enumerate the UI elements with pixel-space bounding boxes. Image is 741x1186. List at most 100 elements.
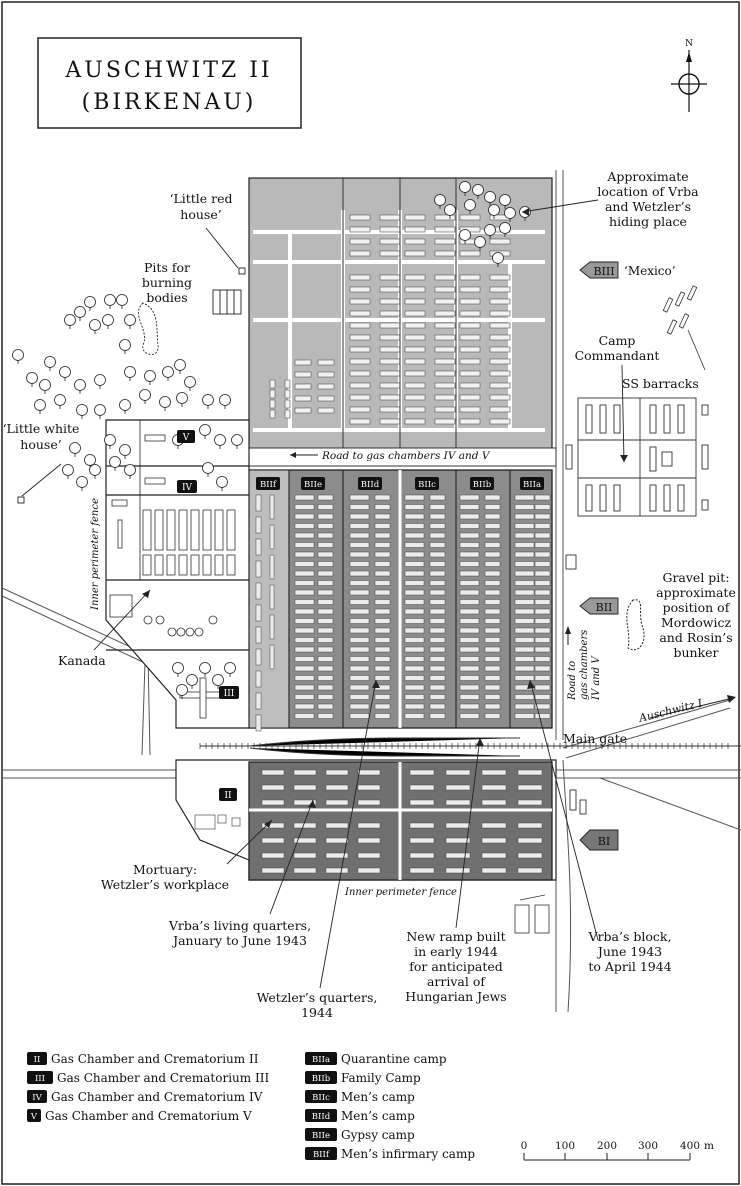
svg-text:BIId: BIId — [312, 1112, 331, 1122]
crematorium-badge-iv: IV — [177, 480, 197, 493]
title-line-1: AUSCHWITZ II — [64, 58, 272, 83]
svg-text:Men’s camp: Men’s camp — [341, 1090, 415, 1104]
svg-text:200: 200 — [597, 1140, 617, 1152]
little-red-house-icon — [238, 267, 246, 275]
railway — [199, 737, 741, 757]
legend-item: BIId Men’s camp — [305, 1109, 415, 1123]
section-badge-bi: BI — [579, 829, 619, 851]
road-gas-chambers-label: Road to gas chambers IV and V — [321, 450, 491, 462]
svg-text:Gypsy camp: Gypsy camp — [341, 1128, 415, 1142]
subcamp-badge-biie: BIIe — [301, 477, 325, 490]
subcamp-badge-biia: BIIa — [520, 477, 544, 490]
svg-text:BIId: BIId — [361, 480, 380, 490]
legend-item: BIIa Quarantine camp — [305, 1052, 447, 1066]
svg-text:100: 100 — [555, 1140, 575, 1152]
legend-item: BIIc Men’s camp — [305, 1090, 415, 1104]
vrba-living-label: Vrba’s living quarters,January to June 1… — [168, 918, 311, 948]
svg-text:BIIc: BIIc — [312, 1093, 330, 1103]
svg-text:BIIc: BIIc — [418, 480, 436, 490]
svg-text:BIIe: BIIe — [304, 480, 322, 490]
mexico-label: ‘Mexico’ — [624, 264, 676, 278]
ss-barracks — [565, 397, 709, 815]
svg-text:BII: BII — [596, 601, 613, 614]
subcamp-badge-biid: BIId — [358, 477, 382, 490]
crematorium-badge-iii: III — [219, 686, 239, 699]
biii-dividers — [342, 178, 457, 450]
svg-text:Gas Chamber and Crematorium II: Gas Chamber and Crematorium III — [57, 1071, 269, 1085]
svg-text:V: V — [30, 1112, 38, 1122]
svg-text:BIIa: BIIa — [312, 1055, 330, 1065]
svg-text:BIIe: BIIe — [312, 1131, 330, 1141]
legend-item: V Gas Chamber and Crematorium V — [27, 1109, 252, 1123]
auschwitz-i-arrow-icon — [649, 697, 734, 719]
kanada-label: Kanada — [58, 653, 106, 668]
svg-text:Men’s infirmary camp: Men’s infirmary camp — [341, 1147, 475, 1161]
crematorium-badge-v: V — [177, 430, 195, 443]
inner-fence-bottom-label: Inner perimeter fence — [344, 887, 457, 898]
legend-item: IV Gas Chamber and Crematorium IV — [27, 1090, 263, 1104]
svg-text:Quarantine camp: Quarantine camp — [341, 1052, 447, 1066]
main-gate-label: Main gate — [563, 731, 627, 746]
biif-area — [248, 469, 290, 729]
compass-icon: N — [671, 39, 707, 112]
svg-text:III: III — [35, 1074, 45, 1084]
crematorium-badge-ii: II — [219, 788, 237, 801]
bii-barracks — [255, 494, 551, 732]
svg-text:II: II — [34, 1055, 41, 1065]
svg-text:BI: BI — [598, 835, 610, 848]
wetzler-quarters-label: Wetzler’s quarters,1944 — [257, 990, 378, 1020]
legend-item: III Gas Chamber and Crematorium III — [27, 1071, 269, 1085]
svg-text:N: N — [685, 39, 693, 49]
svg-text:III: III — [224, 689, 235, 699]
svg-text:BIIa: BIIa — [523, 480, 541, 490]
svg-text:m: m — [704, 1140, 714, 1152]
legend-left: II Gas Chamber and Crematorium II III Gas C… — [27, 1052, 269, 1123]
svg-text:II: II — [224, 791, 232, 801]
title-line-2: (BIRKENAU) — [82, 90, 257, 115]
section-badge-biii: BIII — [579, 261, 619, 279]
svg-text:BIIf: BIIf — [313, 1150, 330, 1160]
ss-barracks-label: SS barracks — [622, 376, 699, 391]
ne-barracks — [662, 285, 698, 335]
south-buildings — [514, 894, 550, 934]
road-vertical-label: Road togas chambersIV and V — [567, 630, 602, 701]
legend-item: II Gas Chamber and Crematorium II — [27, 1052, 259, 1066]
svg-text:BIIb: BIIb — [473, 480, 492, 490]
svg-text:IV: IV — [182, 483, 193, 493]
mortuary-blocks — [194, 814, 241, 830]
svg-text:Men’s camp: Men’s camp — [341, 1109, 415, 1123]
little-white-house-icon — [17, 496, 25, 504]
title-box: AUSCHWITZ II (BIRKENAU) — [37, 37, 302, 129]
kanada-barracks — [109, 434, 236, 637]
bi-barracks — [261, 769, 543, 874]
svg-text:IV: IV — [32, 1093, 42, 1103]
mortuary-label: Mortuary:Wetzler’s workplace — [101, 862, 229, 892]
trees — [12, 181, 531, 699]
svg-text:Gas Chamber and Crematorium V: Gas Chamber and Crematorium V — [45, 1109, 252, 1123]
subcamp-badge-biic: BIIc — [415, 477, 439, 490]
svg-text:Gas Chamber and Crematorium II: Gas Chamber and Crematorium II — [51, 1052, 259, 1066]
legend-item: BIIe Gypsy camp — [305, 1128, 415, 1142]
inner-fence-vertical-label: Inner perimeter fence — [90, 498, 101, 611]
svg-text:Family Camp: Family Camp — [341, 1071, 421, 1085]
leader-lines — [21, 199, 625, 989]
legend-item: BIIf Men’s infirmary camp — [305, 1147, 475, 1161]
svg-text:Gas Chamber and Crematorium IV: Gas Chamber and Crematorium IV — [51, 1090, 263, 1104]
svg-text:BIII: BIII — [593, 265, 614, 278]
burning-pits-icon — [138, 289, 242, 355]
scale-bar: 0 100 200 300 400 m — [521, 1140, 714, 1161]
svg-text:300: 300 — [638, 1140, 658, 1152]
subcamp-badge-biif: BIIf — [256, 477, 280, 490]
svg-text:V: V — [182, 433, 190, 443]
